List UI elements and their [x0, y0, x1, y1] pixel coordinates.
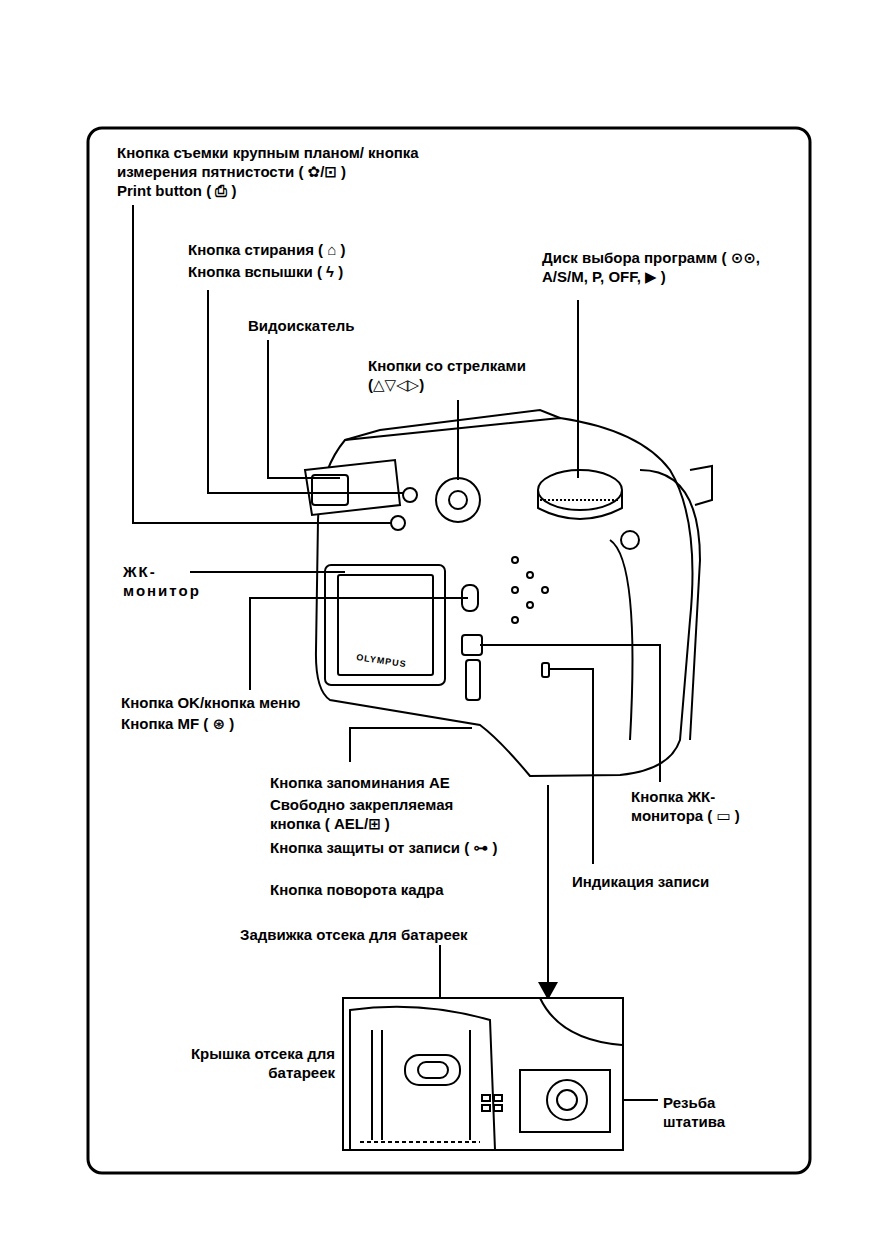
part-label: Кнопка OK/кнопка меню	[121, 693, 381, 712]
part-label: Кнопка MF ( ⊛ )	[121, 714, 381, 733]
part-label: Кнопка защиты от записи ( ⊶ )	[270, 838, 508, 857]
leader-lines	[133, 205, 660, 1100]
part-label: Крышка отсека для батареек	[160, 1044, 335, 1082]
part-label: Кнопки со стрелками (△▽◁▷)	[368, 356, 553, 394]
part-label: Кнопка ЖК- монитора ( ▭ )	[631, 787, 781, 825]
part-label: Резьба штатива	[663, 1093, 758, 1131]
part-label: Кнопка стирания ( ⌂ )	[188, 240, 448, 259]
part-label: Кнопка поворота кадра	[270, 880, 530, 899]
part-label: Диск выбора программ ( ⊙⊙, A/S/M, P, OFF…	[542, 248, 774, 286]
part-label: Print button ( ⎙ )	[117, 181, 417, 200]
bottom-inset	[343, 998, 623, 1150]
part-label: Свободно закрепляемая кнопка ( AEL/⊞ )	[270, 795, 500, 833]
part-label: ЖК- монитор	[123, 562, 193, 600]
part-label: Кнопка вспышки ( ϟ )	[188, 262, 448, 281]
part-label: Кнопка съемки крупным планом/ кнопка изм…	[117, 143, 469, 181]
part-label: Задвижка отсека для батареек	[240, 925, 560, 944]
part-label: Индикация записи	[572, 872, 792, 891]
part-label: Видоискатель	[248, 316, 448, 335]
camera-drawing	[305, 410, 712, 776]
frame	[88, 128, 810, 1173]
part-label: Кнопка запоминания AE	[270, 773, 530, 792]
